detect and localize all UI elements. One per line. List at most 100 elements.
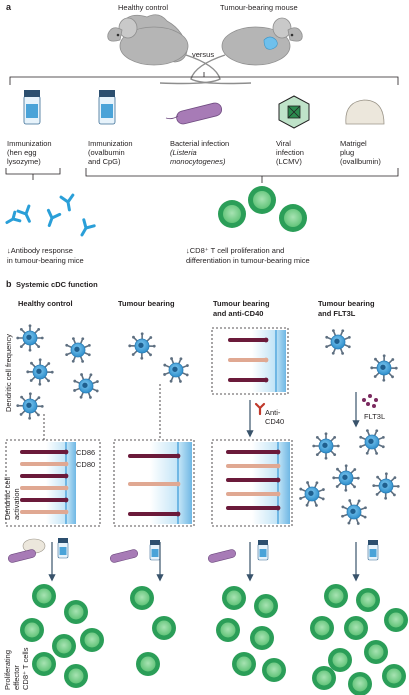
costimulatory-marker: [20, 497, 69, 503]
antibody-icons: [5, 193, 96, 237]
condition-label-5: Matrigel plug (ovallbumin): [340, 139, 381, 166]
ovalbumin-vial-icon: [98, 90, 116, 125]
costimulatory-marker: [20, 509, 69, 515]
vial-icon: [257, 540, 269, 561]
costimulatory-marker: [228, 377, 269, 383]
t-cell-arrows: [48, 542, 360, 582]
flt3l-molecule-icons: [362, 394, 378, 408]
condition-label-2: Immunization (ovalbumin and CpG): [88, 139, 135, 166]
costimulatory-marker: [226, 505, 281, 511]
matrigel-plug-icon: [345, 99, 385, 125]
column-header-anti-cd40: Tumour bearing and anti-CD40: [213, 299, 272, 318]
cd8-t-cell-icon: [364, 640, 388, 664]
conditions-bracket: [9, 76, 399, 85]
row-label-frequency: Dendritic cell frequency: [4, 334, 13, 412]
cd8-t-cell-icon: [328, 648, 352, 672]
anti-cd40-activation-box: [211, 439, 293, 527]
anti-cd40-antibody-icon: [254, 402, 266, 416]
cd8-t-cell-icon: [222, 586, 246, 610]
costimulatory-marker: [128, 453, 181, 459]
dendritic-cells-tumour: [128, 332, 189, 383]
cd8-t-cell-icon: [80, 628, 104, 652]
bacterium-icon: [165, 102, 223, 125]
row-label-activation: Dendritic cell activation: [3, 475, 21, 520]
tumour-mouse-label: Tumour-bearing mouse: [220, 3, 298, 12]
condition-label-4: Viral infection (LCMV): [276, 139, 306, 166]
dendritic-cells-flt3l-top: [325, 329, 398, 382]
cd8-t-cell-icon: [130, 586, 154, 610]
costimulatory-marker: [20, 449, 69, 455]
panel-a-letter: a: [6, 2, 12, 12]
vial-icon: [57, 538, 69, 559]
dendritic-cells-healthy: [16, 324, 99, 420]
proliferating-t-cells: [20, 584, 408, 695]
cd8-t-cell-icon: [344, 616, 368, 640]
condition-label-3: Bacterial infection (Listeria monocytoge…: [170, 139, 231, 166]
cd8-t-cell-icon: [152, 616, 176, 640]
costimulatory-marker: [226, 491, 281, 497]
healthy-mouse-icon: [107, 14, 221, 85]
costimulatory-marker: [226, 477, 281, 483]
condition-label-1: Immunization (hen egg lysozyme): [7, 139, 54, 166]
cd8-t-cell-icon: [250, 626, 274, 650]
dendritic-cell-icon: [73, 373, 99, 399]
cd8-t-cell-icons-a: [218, 186, 307, 232]
bacterium-icon: [7, 549, 37, 563]
dendritic-cell-icon: [163, 357, 189, 383]
cd8-t-cell-icon: [384, 608, 408, 632]
cd8-t-cell-icon: [64, 664, 88, 688]
anti-cd40-markers-top: [228, 337, 269, 383]
cd8-t-cell-icon: [356, 588, 380, 612]
dendritic-cell-icon: [359, 429, 385, 455]
hen-egg-lysozyme-vial-icon: [23, 90, 41, 125]
dendritic-cell-icon: [372, 472, 400, 500]
dendritic-cell-icon: [312, 432, 340, 460]
virus-icon: [278, 95, 310, 129]
column-header-healthy: Healthy control: [18, 299, 73, 308]
cd8-t-cell-icon: [382, 664, 406, 688]
anti-cd40-label: Anti- CD40: [265, 408, 284, 426]
cd8-t-cell-icon: [64, 600, 88, 624]
antibody-bracket: [5, 168, 61, 175]
costimulatory-marker: [228, 357, 269, 363]
panel-b-title: Systemic cDC function: [16, 280, 98, 289]
cd8-t-cell-icon: [262, 658, 286, 682]
dendritic-cell-icon: [341, 499, 367, 525]
column-header-flt3l: Tumour bearing and FLT3L: [318, 299, 377, 318]
healthy-control-label: Healthy control: [118, 3, 168, 12]
dendritic-cell-icon: [325, 329, 351, 355]
cd8-t-cell-icon: [32, 652, 56, 676]
dendritic-cell-icon: [332, 464, 360, 492]
dendritic-cell-icon: [370, 354, 398, 382]
cd8-t-cell-icon: [136, 652, 160, 676]
stimulus-icons-row: [7, 538, 379, 563]
dendritic-cell-icon: [299, 481, 325, 507]
cd8-t-cell-icon: [52, 634, 76, 658]
costimulatory-marker: [20, 485, 69, 491]
costimulatory-marker: [128, 481, 181, 487]
row-label-proliferating: Proliferating effector CD8⁺ T cells: [3, 647, 30, 690]
cd8-outcome: ↓CD8⁺ T cell proliferation and different…: [186, 246, 310, 265]
cd8-t-cell-icon: [32, 584, 56, 608]
column-header-tumour: Tumour bearing: [118, 299, 175, 308]
cd8-t-cell-icon: [348, 672, 372, 695]
cd8-t-cell-icon: [324, 584, 348, 608]
panel-b-letter: b: [6, 279, 12, 289]
cd86-label: CD86: [76, 448, 95, 457]
vial-icon: [367, 540, 379, 561]
cd80-label: CD80: [76, 460, 95, 469]
cd8-t-cell-icon: [216, 618, 240, 642]
cd8-t-cell-icon: [20, 618, 44, 642]
dendritic-cell-icon: [26, 358, 54, 386]
versus-label: versus: [192, 50, 214, 59]
dendritic-cell-icon: [128, 332, 156, 360]
bacterium-icon: [109, 549, 139, 563]
dendritic-cells-flt3l-bottom: [299, 429, 400, 525]
costimulatory-marker: [20, 473, 69, 479]
costimulatory-marker: [226, 449, 281, 455]
antibody-outcome: ↓Antibody response in tumour-bearing mic…: [7, 246, 84, 265]
activation-markers: [20, 449, 281, 517]
cd8-bracket: [85, 168, 399, 177]
costimulatory-marker: [20, 461, 69, 467]
